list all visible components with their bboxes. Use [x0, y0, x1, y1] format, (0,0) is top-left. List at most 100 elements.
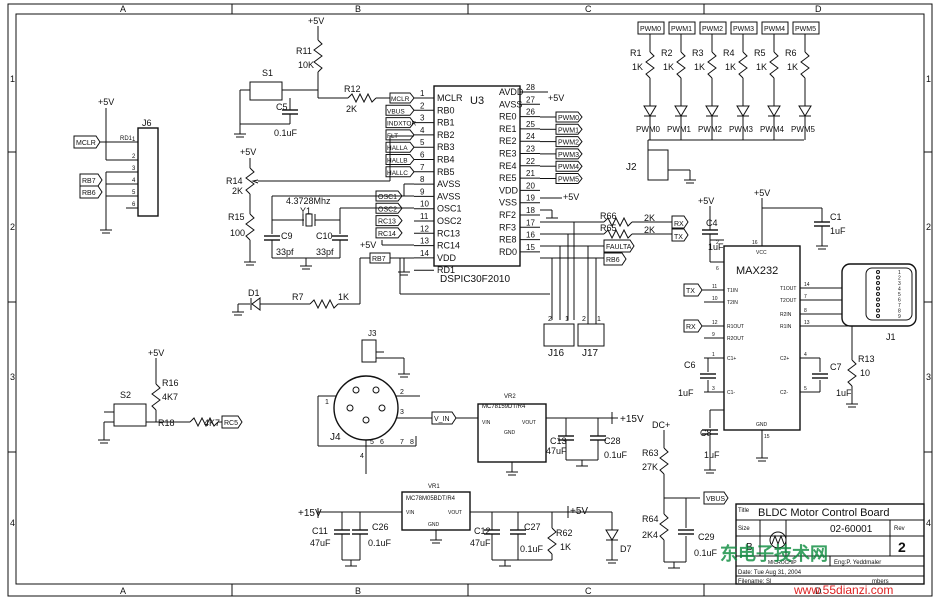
u3-right-pin-number: 20 [526, 181, 535, 190]
max232-tx-tag: TX [686, 288, 695, 295]
row-label-2: 2 [10, 222, 15, 232]
c11-val: 47uF [310, 538, 331, 548]
pwm-led-label: PWM1 [667, 125, 692, 134]
pwm-resistor-ref: R5 [754, 48, 766, 58]
j2-body [647, 149, 669, 181]
u3-right-pin-number: 16 [526, 231, 535, 240]
max232-left-pin-name: C1+ [727, 356, 736, 362]
c27-val: 0.1uF [520, 544, 544, 554]
col-label-b: B [355, 4, 361, 14]
c4-ref: C4 [706, 218, 718, 228]
r13-ref: R13 [858, 354, 875, 364]
u3-left-pin-number: 2 [420, 101, 425, 110]
u3-pwm-tag: PWM1 [558, 127, 579, 134]
max232-pin6: 6 [716, 266, 719, 272]
u3-left-pin-number: 6 [420, 151, 425, 160]
c9-ref: C9 [281, 231, 293, 241]
r11-supply: +5V [308, 16, 324, 26]
r62-ref: R62 [556, 528, 573, 538]
max232-right-pin-number: 5 [804, 386, 807, 392]
r66-ref: R66 [600, 211, 617, 221]
c9-val: 33pf [276, 247, 294, 257]
c28-val: 0.1uF [604, 450, 628, 460]
j6-pin1-label: RD1 [120, 136, 133, 142]
j6-header: +5V J6 RD1 1 2 3 4 5 6 MCLR RB7 RB6 [73, 97, 159, 234]
pwm-resistor-val: 1K [663, 62, 674, 72]
u3-left-pin-name: RD1 [437, 265, 455, 275]
u3-left-tag: MCLR [391, 96, 410, 103]
vr1-part: MC78M05BDT/R4 [406, 496, 456, 502]
u3-left-pin-number: 3 [420, 114, 425, 123]
j4-pin-1: 1 [325, 399, 329, 406]
pwm-led-tag: PWM0 [640, 26, 661, 33]
c7-ref: C7 [830, 362, 842, 372]
pwm-resistor-val: 1K [694, 62, 705, 72]
d1-led-circuit: D1 R7 1K [232, 257, 370, 316]
max232: MAX232 VCC GND 16 15 11T1IN10T2IN12R1OUT… [678, 188, 917, 474]
row-label-4: 4 [10, 518, 15, 528]
s2-circuit: +5V R16 4K7 S2 R18 4K7 RC5 [98, 348, 243, 444]
r65-val: 2K [644, 225, 655, 235]
vr2-part: MC78159DT/R4 [482, 404, 526, 410]
c12-val: 47uF [470, 538, 491, 548]
u3-pwm-tag: PWM3 [558, 152, 579, 159]
c29-ref: C29 [698, 532, 715, 542]
u3-right-pin-number: 22 [526, 157, 535, 166]
max232-left-pin-number: 9 [712, 332, 715, 338]
c5-val: 0.1uF [274, 128, 298, 138]
c1-ref: C1 [830, 212, 842, 222]
pwm-led-tag: PWM1 [671, 26, 692, 33]
vr2-output-supply: +15V [620, 414, 644, 425]
pwm-led-tag: PWM4 [764, 26, 785, 33]
u3-osc-tag: RC14 [378, 231, 396, 238]
r15-val: 100 [230, 228, 245, 238]
c26-ref: C26 [372, 522, 389, 532]
title-label: Title [738, 508, 750, 514]
vr1-vout: VOUT [448, 510, 462, 516]
max232-left-pin-number: 10 [712, 296, 718, 302]
c5-ref: C5 [276, 102, 288, 112]
r14-ref: R14 [226, 176, 243, 186]
col-label-d: D [815, 4, 822, 14]
u3-rx-tag: RX [674, 221, 684, 228]
j1-pin-number: 2 [898, 276, 901, 282]
j4-pin-6: 6 [380, 439, 384, 446]
engineer: Eng:P. Yeddmaler [834, 560, 881, 566]
u3-faulta-tag: FAULTA [606, 244, 632, 251]
vr1-input-supply: +15V [298, 508, 322, 519]
pwm-led [643, 105, 657, 117]
j6-pin-2: 2 [132, 154, 136, 160]
col-label-d-bottom: D [815, 586, 822, 596]
title-block: Title BLDC Motor Control Board Size B 02… [720, 503, 925, 597]
max232-right-pin-number: 14 [804, 282, 810, 288]
vr2-gnd: GND [504, 430, 516, 436]
c13-ref: C13 [550, 436, 567, 446]
r63-ref: R63 [642, 448, 659, 458]
pwm-tag-box [730, 21, 758, 35]
pwm-resistor-val: 1K [632, 62, 643, 72]
j6-pin-4: 4 [132, 178, 136, 184]
c12-ref: C12 [474, 526, 491, 536]
pwm-resistor-val: 1K [725, 62, 736, 72]
u3-left-pin-number: 12 [420, 224, 429, 233]
j1-pin-number: 9 [898, 314, 901, 320]
u3-rb6-tag: RB6 [606, 257, 620, 264]
pwm-led-tag: PWM3 [733, 26, 754, 33]
r12-ref: R12 [344, 84, 361, 94]
u3-left-pin-number: 13 [420, 237, 429, 246]
u3-left-pin-name: RB2 [437, 130, 455, 140]
sheet-number: mbers [872, 579, 889, 585]
j4-pin-5: 5 [370, 439, 374, 446]
j4-pin-7: 7 [400, 439, 404, 446]
max232-left-pin-name: R1OUT [727, 324, 744, 330]
microchip-logo: MICROCHIP [768, 531, 797, 566]
c6-ref: C6 [684, 360, 696, 370]
max232-right-pin-number: 13 [804, 320, 810, 326]
u3-left-tag: HALLC [387, 170, 408, 177]
s1-body [249, 81, 283, 101]
r11-ref: R11 [296, 46, 312, 56]
vin-tag: V_IN [434, 416, 450, 423]
